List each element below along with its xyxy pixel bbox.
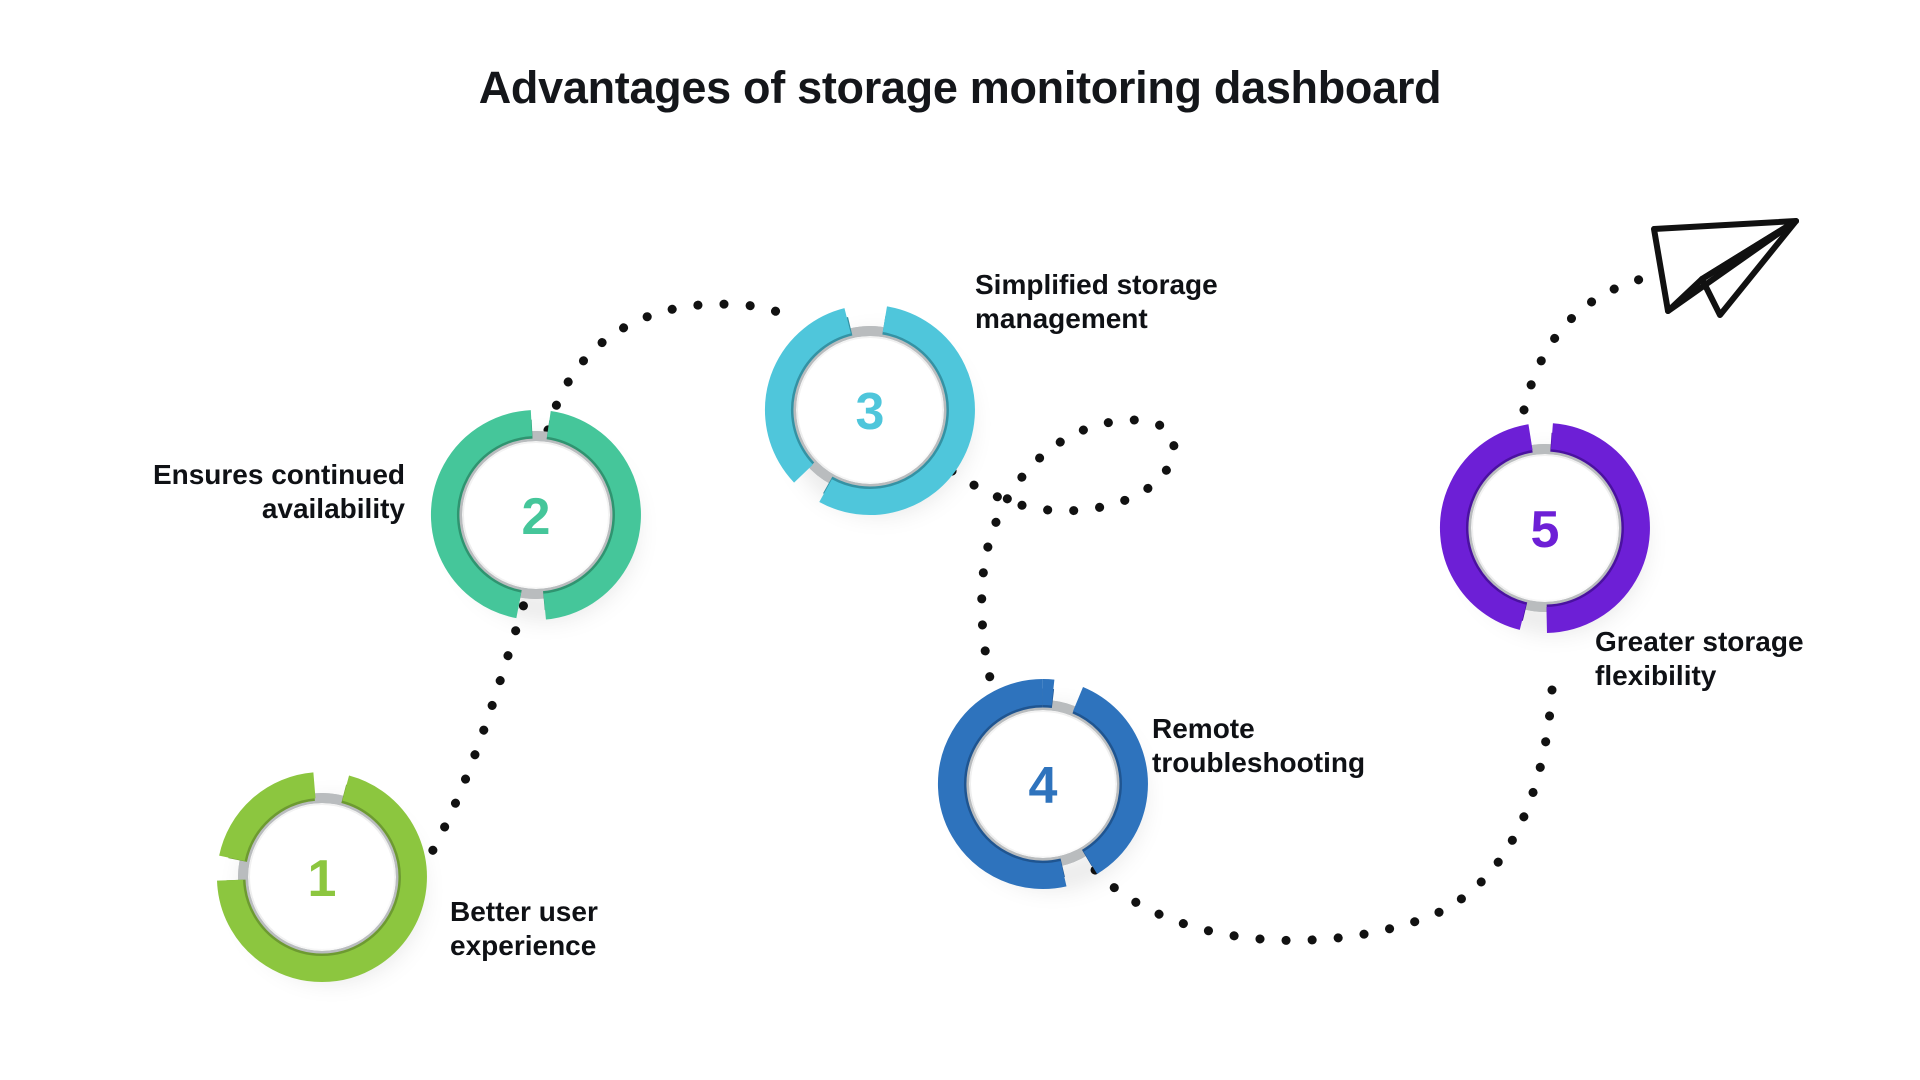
paper-plane-icon: [1651, 218, 1799, 318]
node-5-label: Greater storage flexibility: [1595, 626, 1804, 692]
node-1-number: 1: [307, 850, 337, 908]
node-5-number: 5: [1530, 501, 1560, 559]
page-title: Advantages of storage monitoring dashboa…: [478, 62, 1442, 113]
dotted-connectors: [415, 273, 1650, 945]
connector-1-to-2: [415, 599, 529, 878]
node-2-number: 2: [521, 488, 551, 546]
node-4-label: Remote troubleshooting: [1152, 713, 1366, 779]
node-4-number: 4: [1028, 757, 1058, 815]
node-2-label: Ensures continued availability: [152, 459, 405, 525]
connector-3-to-4: [947, 415, 1179, 725]
node-3-label: Simplified storage management: [975, 269, 1218, 335]
node-3-number: 3: [855, 383, 885, 441]
node-1-label: Better user experience: [450, 896, 598, 962]
connector-2-to-3: [543, 299, 795, 435]
connector-5-to-plane: [1519, 273, 1650, 415]
